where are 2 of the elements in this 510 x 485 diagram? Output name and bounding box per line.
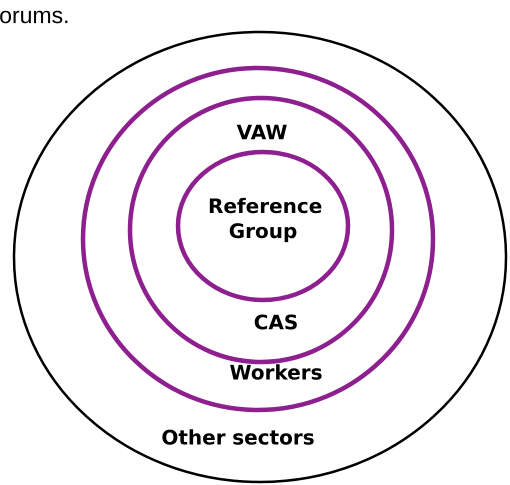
ring: Reference Group <box>176 150 350 302</box>
note-text: orums. <box>0 10 68 24</box>
